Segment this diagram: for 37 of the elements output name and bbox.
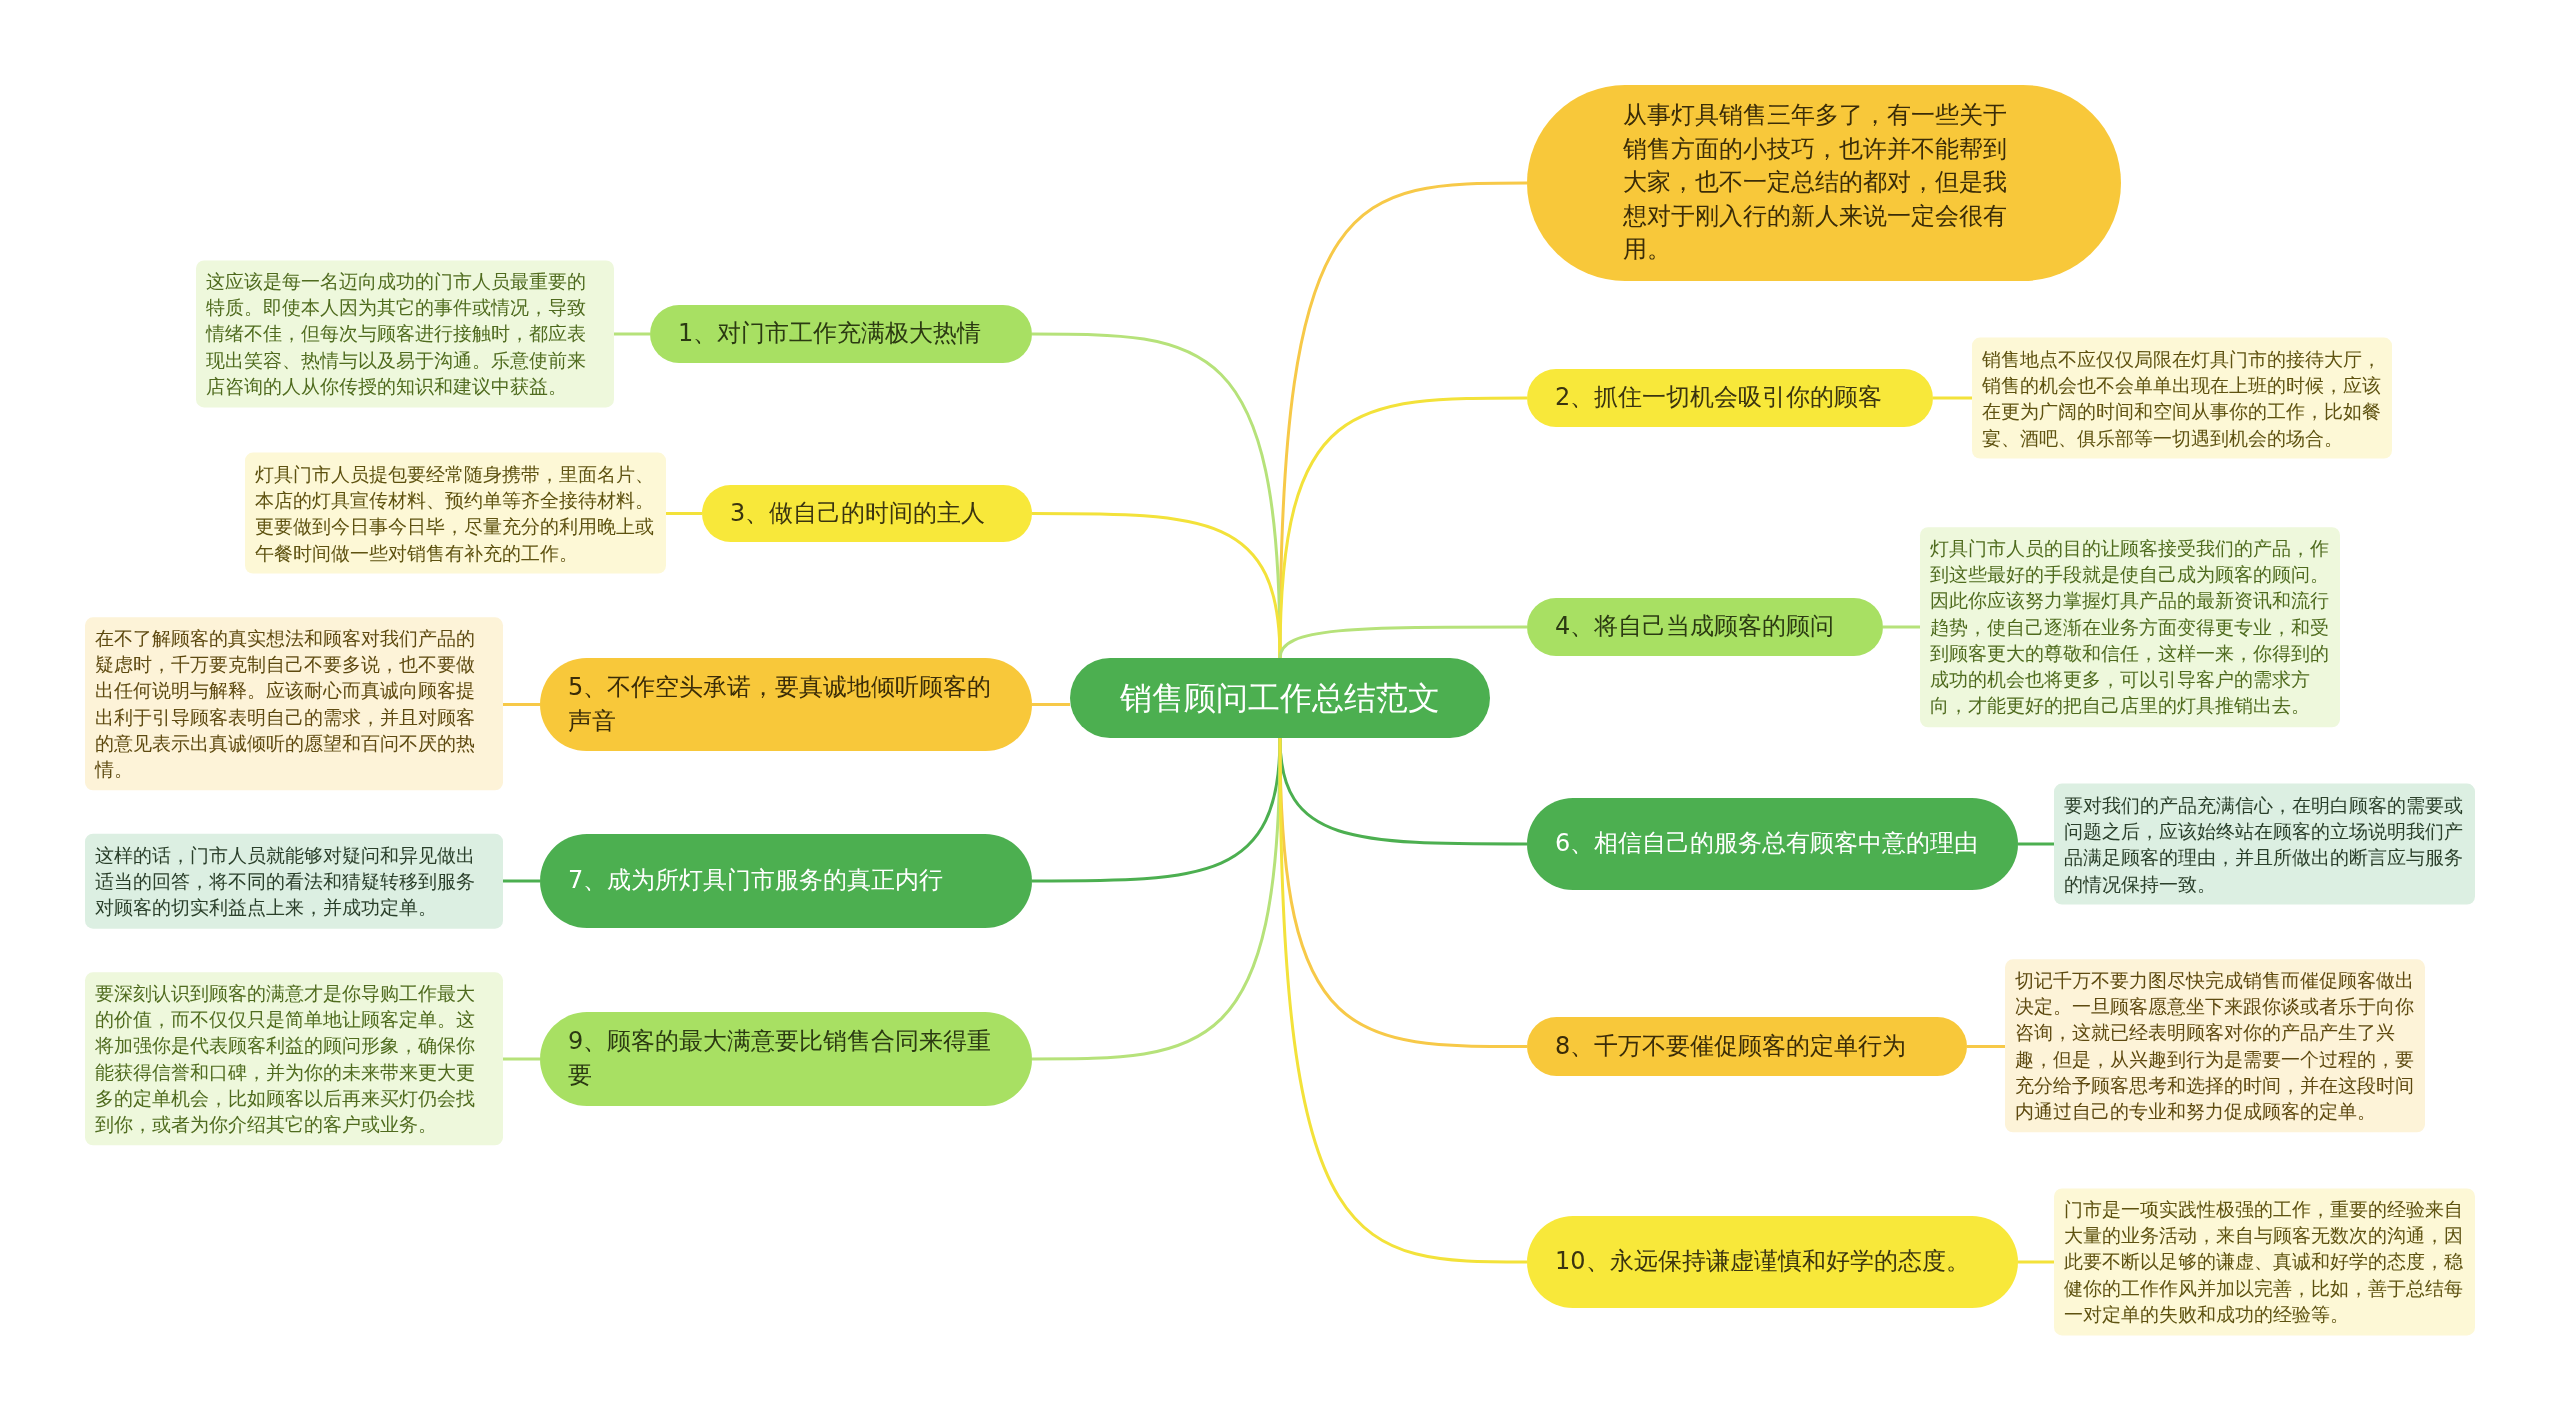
connector-line — [1032, 737, 1282, 1061]
branch-topic: 1、对门市工作充满极大热情 — [650, 305, 1032, 363]
connector-line — [503, 879, 540, 883]
connector-line — [1883, 625, 1920, 629]
branch-topic: 7、成为所灯具门市服务的真正内行 — [540, 834, 1032, 928]
note-card: 销售地点不应仅仅局限在灯具门市的接待大厅，销售的机会也不会单单出现在上班的时候，应该在更为广阔的时间和空间从事你的工作，比如餐宴、酒吧、俱乐部等一切遇到机会的场合。 — [1972, 337, 2392, 459]
note-card: 灯具门市人员的目的让顾客接受我们的产品，作到这些最好的手段就是使自己成为顾客的顾问。因此你应该努力掌握灯具产品的最新资讯和流行趋势，使自己逐渐在业务方面变得更专业，和受到顾客更大的尊敬和信任，这样一来，你得到的成功的机会也将更多，可以引导客户的需求方向，才能更好的把自己店里的灯具推销出去。 — [1920, 527, 2340, 727]
branch-topic: 2、抓住一切机会吸引你的顾客 — [1527, 369, 1933, 427]
note-card: 要深刻认识到顾客的满意才是你导购工作最大的价值，而不仅仅只是简单地让顾客定单。这将加强你是代表顾客利益的顾问形象，确保你能获得信誉和口碑，并为你的未来带来更大更多的定单机会，比如顾客以后再来买灯仍会找到你，或者为你介绍其它的客户或业务。 — [85, 972, 503, 1146]
branch-topic: 8、千万不要催促顾客的定单行为 — [1527, 1017, 1967, 1076]
connector-line — [1278, 738, 1527, 1264]
intro-bubble: 从事灯具销售三年多了，有一些关于销售方面的小技巧，也许并不能帮到大家，也不一定总结的都对，但是我想对于刚入行的新人来说一定会很有用。 — [1527, 85, 2121, 281]
branch-topic: 4、将自己当成顾客的顾问 — [1527, 598, 1883, 656]
connector-line — [1967, 1045, 2005, 1048]
note-card: 要对我们的产品充满信心，在明白顾客的需要或问题之后，应该始终站在顾客的立场说明我们产品满足顾客的理由，并且所做出的断言应与服务的情况保持一致。 — [2054, 783, 2475, 905]
branch-topic: 3、做自己的时间的主人 — [702, 485, 1032, 542]
note-card: 这样的话，门市人员就能够对疑问和异见做出适当的回答，将不同的看法和猜疑转移到服务对顾客的切实利益点上来，并成功定单。 — [85, 833, 503, 929]
note-card: 灯具门市人员提包要经常随身携带，里面名片、本店的灯具宣传材料、预约单等齐全接待材料。更要做到今日事今日毕，尽量充分的利用晚上或午餐时间做一些对销售有补充的工作。 — [245, 452, 666, 574]
note-card: 切记千万不要力图尽快完成销售而催促顾客做出决定。一旦顾客愿意坐下来跟你谈或者乐于向你咨询，这就已经表明顾客对你的产品产生了兴趣，但是，从兴趣到行为是需要一个过程的，要充分给予顾客思考和选择的时间，并在这段时间内通过自己的专业和努力促成顾客的定单。 — [2005, 959, 2425, 1133]
connector-line — [1933, 396, 1972, 400]
note-card: 门市是一项实践性极强的工作，重要的经验来自大量的业务活动，来自与顾客无数次的沟通，因此要不断以足够的谦虚、真诚和好学的态度，稳健你的工作作风并加以完善，比如，善于总结每一对定单的失败和成功的经验等。 — [2054, 1188, 2475, 1336]
connector-line — [1278, 625, 1527, 659]
note-card: 在不了解顾客的真实想法和顾客对我们产品的疑虑时，千万要克制自己不要多说，也不要做出任何说明与解释。应该耐心而真诚向顾客提出利于引导顾客表明自己的需求，并且对顾客的意见表示出真诚倾听的愿望和百问不厌的热情。 — [85, 617, 503, 791]
connector-line — [2018, 842, 2054, 846]
connector-line — [1032, 703, 1070, 706]
connector-line — [614, 332, 650, 336]
connector-line — [1032, 512, 1282, 659]
connector-line — [666, 512, 702, 515]
note-card: 这应该是每一名迈向成功的门市人员最重要的特质。即使本人因为其它的事件或情况，导致情绪不佳，但每次与顾客进行接触时，都应表现出笑容、热情与以及易于沟通。乐意使前来店咨询的人从你传授的知识和建议中获益。 — [196, 260, 614, 408]
connector-line — [503, 703, 540, 706]
central-topic: 销售顾问工作总结范文 — [1070, 658, 1490, 738]
connector-line — [503, 1057, 540, 1061]
branch-topic: 6、相信自己的服务总有顾客中意的理由 — [1527, 798, 2018, 890]
branch-topic: 9、顾客的最大满意要比销售合同来得重要 — [540, 1012, 1032, 1106]
branch-topic: 5、不作空头承诺，要真诚地倾听顾客的声音 — [540, 658, 1032, 751]
branch-topic: 10、永远保持谦虚谨慎和好学的态度。 — [1527, 1216, 2018, 1308]
connector-line — [2018, 1260, 2054, 1264]
